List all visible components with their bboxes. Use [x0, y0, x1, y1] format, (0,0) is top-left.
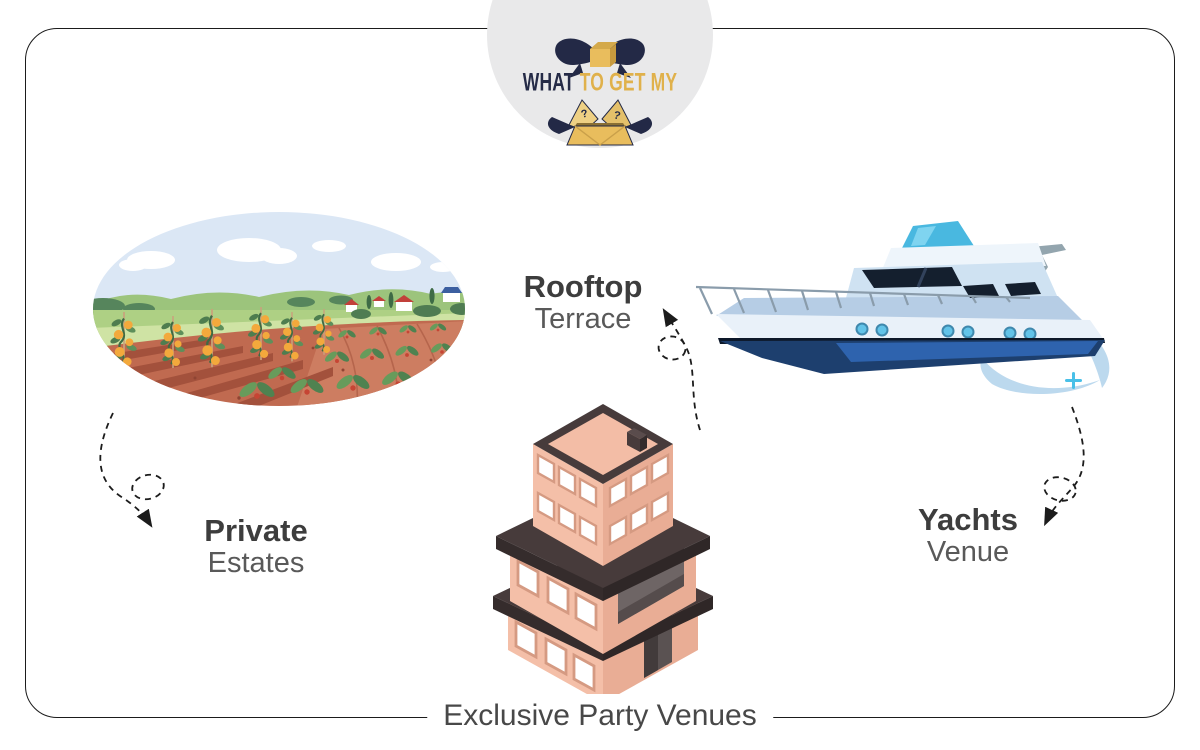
gift-bow-icon [555, 38, 645, 78]
isometric-building-illustration [493, 404, 713, 703]
rooftop-label-bold: Rooftop [523, 269, 643, 304]
brand-wordmark: WHAT TO GET MY [496, 69, 704, 98]
private-label-light: Estates [207, 547, 305, 580]
question-mark-right: ? [612, 109, 622, 122]
yachts-venue-label: Yachts Venue [868, 503, 1068, 570]
open-gift-box-icon: ? ? [547, 99, 653, 146]
rooftop-label-light: Terrace [534, 303, 632, 336]
deck-railing [695, 285, 1031, 315]
brand-word-secondary: TO GET MY [579, 69, 678, 98]
brand-word-primary: WHAT [522, 69, 575, 98]
rooftop-terrace-label: Rooftop Terrace [483, 270, 683, 337]
village-houses [344, 287, 465, 319]
question-mark-left: ? [580, 108, 590, 121]
yachts-label-light: Venue [926, 536, 1010, 569]
private-label-bold: Private [204, 513, 308, 548]
page-title: Exclusive Party Venues [427, 694, 773, 738]
portholes [855, 322, 1037, 341]
yachts-label-bold: Yachts [918, 502, 1018, 537]
private-estates-label: Private Estates [156, 514, 356, 581]
yacht-illustration [695, 221, 1110, 395]
farm-field-illustration [93, 212, 465, 406]
